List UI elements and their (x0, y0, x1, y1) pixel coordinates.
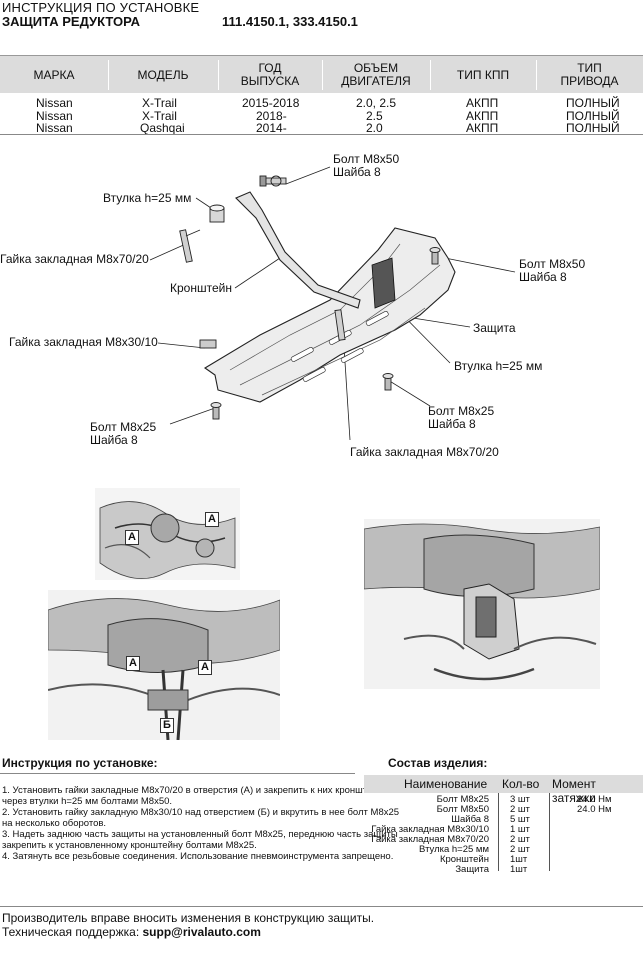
label-rivnut-m8x70-left: Гайка закладная М8х70/20 (0, 252, 149, 266)
rivnut-m8x30-shape (199, 339, 217, 349)
label-bushing-right: Втулка h=25 мм (454, 359, 543, 373)
support-label: Техническая поддержка: (2, 925, 140, 939)
col-header-torque: Момент затяжки (552, 777, 596, 805)
label-bushing-left: Втулка h=25 мм (103, 191, 192, 205)
label-washer-left: Шайба 8 (90, 433, 138, 447)
composition-row: Защита 1шт (455, 864, 528, 875)
doc-title-line2: ЗАЩИТА РЕДУКТОРА (2, 14, 140, 29)
footer-notice: Производитель вправе вносить изменения в… (2, 911, 375, 925)
composition-row: Шайба 8 5 шт (451, 814, 530, 825)
product-codes: 111.4150.1, 333.4150.1 (222, 14, 358, 29)
exploded-assembly-diagram (149, 166, 516, 441)
marker-a: А (125, 530, 139, 545)
bolt-m8x25-mid-shape (382, 373, 394, 391)
label-bolt-right: Болт М8х50 (519, 257, 586, 271)
col-header-brand: МАРКА (33, 67, 75, 82)
spec-row: Nissan X-Trail 2018- 2.5 АКПП ПОЛНЫЙ (36, 109, 620, 123)
bracket-shape (235, 191, 361, 309)
support-email-link[interactable]: supp@rivalauto.com (142, 925, 261, 939)
label-washer-right: Шайба 8 (519, 270, 567, 284)
composition-row: Кронштейн 1шт (439, 854, 528, 865)
composition-row: Гайка закладная М8х30/10 1 шт (371, 824, 530, 835)
label-bolt-mid: Болт М8х25 (428, 404, 495, 418)
bolt-m8x50-top-shape (259, 175, 287, 187)
instruction-step: 4. Затянуть все резьбовые соединения. Ис… (2, 851, 394, 862)
photo-guard-installed (364, 519, 600, 689)
col-header-gearbox: ТИП КПП (456, 67, 510, 82)
marker-a: А (126, 656, 140, 671)
composition-row: Втулка h=25 мм 2 шт (419, 844, 530, 855)
bolt-m8x25-left-shape (210, 402, 222, 420)
composition-row: Болт М8х50 2 шт 24.0 Нм (436, 804, 612, 815)
footer-divider (0, 906, 643, 907)
instruction-step: 3. Надеть заднюю часть защиты на установ… (2, 829, 398, 851)
instructions-title: Инструкция по установке: (2, 756, 158, 770)
composition-row: Гайка закладная М8х70/20 2 шт (371, 834, 530, 845)
guard-plate-shape (203, 227, 456, 403)
spec-row: Nissan Qashqai 2014- 2.0 АКПП ПОЛНЫЙ (36, 121, 620, 135)
label-bracket: Кронштейн (170, 281, 232, 295)
col-header-name: Наименование (404, 777, 488, 791)
bushing-shape (209, 204, 225, 223)
marker-a: А (205, 512, 219, 527)
label-rivnut-m8x70-bottom: Гайка закладная М8х70/20 (350, 445, 499, 459)
label-rivnut-m8x30: Гайка закладная М8х30/10 (9, 335, 158, 349)
composition-title: Состав изделия: (388, 756, 488, 770)
photo-underside-left: А А Б (48, 590, 280, 740)
marker-b: Б (160, 718, 174, 733)
label-guard: Защита (473, 321, 516, 335)
spec-table-divider (0, 134, 643, 135)
label-bolt-top: Болт М8х50 (333, 152, 400, 166)
instructions-divider (0, 773, 355, 774)
instruction-step: 2. Установить гайку закладную М8х30/10 н… (2, 807, 400, 829)
doc-title-line1: ИНСТРУКЦИЯ ПО УСТАНОВКЕ (2, 0, 200, 15)
composition-row: Болт М8х25 3 шт 24.0 Нм (436, 794, 612, 805)
photo-engine-bay: А А (95, 488, 240, 580)
rivnut-m8x70-left-shape (179, 229, 201, 263)
rivnut-m8x70-bottom-shape (334, 309, 346, 341)
instruction-step: 1. Установить гайки закладные М8х70/20 в… (2, 785, 383, 807)
label-bolt-left: Болт М8х25 (90, 420, 157, 434)
label-washer-top: Шайба 8 (333, 165, 381, 179)
instructions-body: 1. Установить гайки закладные М8х70/20 в… (2, 785, 402, 862)
marker-a: А (198, 660, 212, 675)
footer-support: Техническая поддержка: supp@rivalauto.co… (2, 925, 261, 939)
label-washer-mid: Шайба 8 (428, 417, 476, 431)
col-header-model: МОДЕЛЬ (137, 67, 189, 82)
bolt-m8x50-right-shape (429, 247, 441, 265)
composition-header: Наименование Кол-во Момент затяжки (364, 775, 643, 805)
spec-row: Nissan X-Trail 2015-2018 2.0, 2.5 АКПП П… (36, 96, 620, 110)
col-header-qty: Кол-во (502, 777, 540, 791)
